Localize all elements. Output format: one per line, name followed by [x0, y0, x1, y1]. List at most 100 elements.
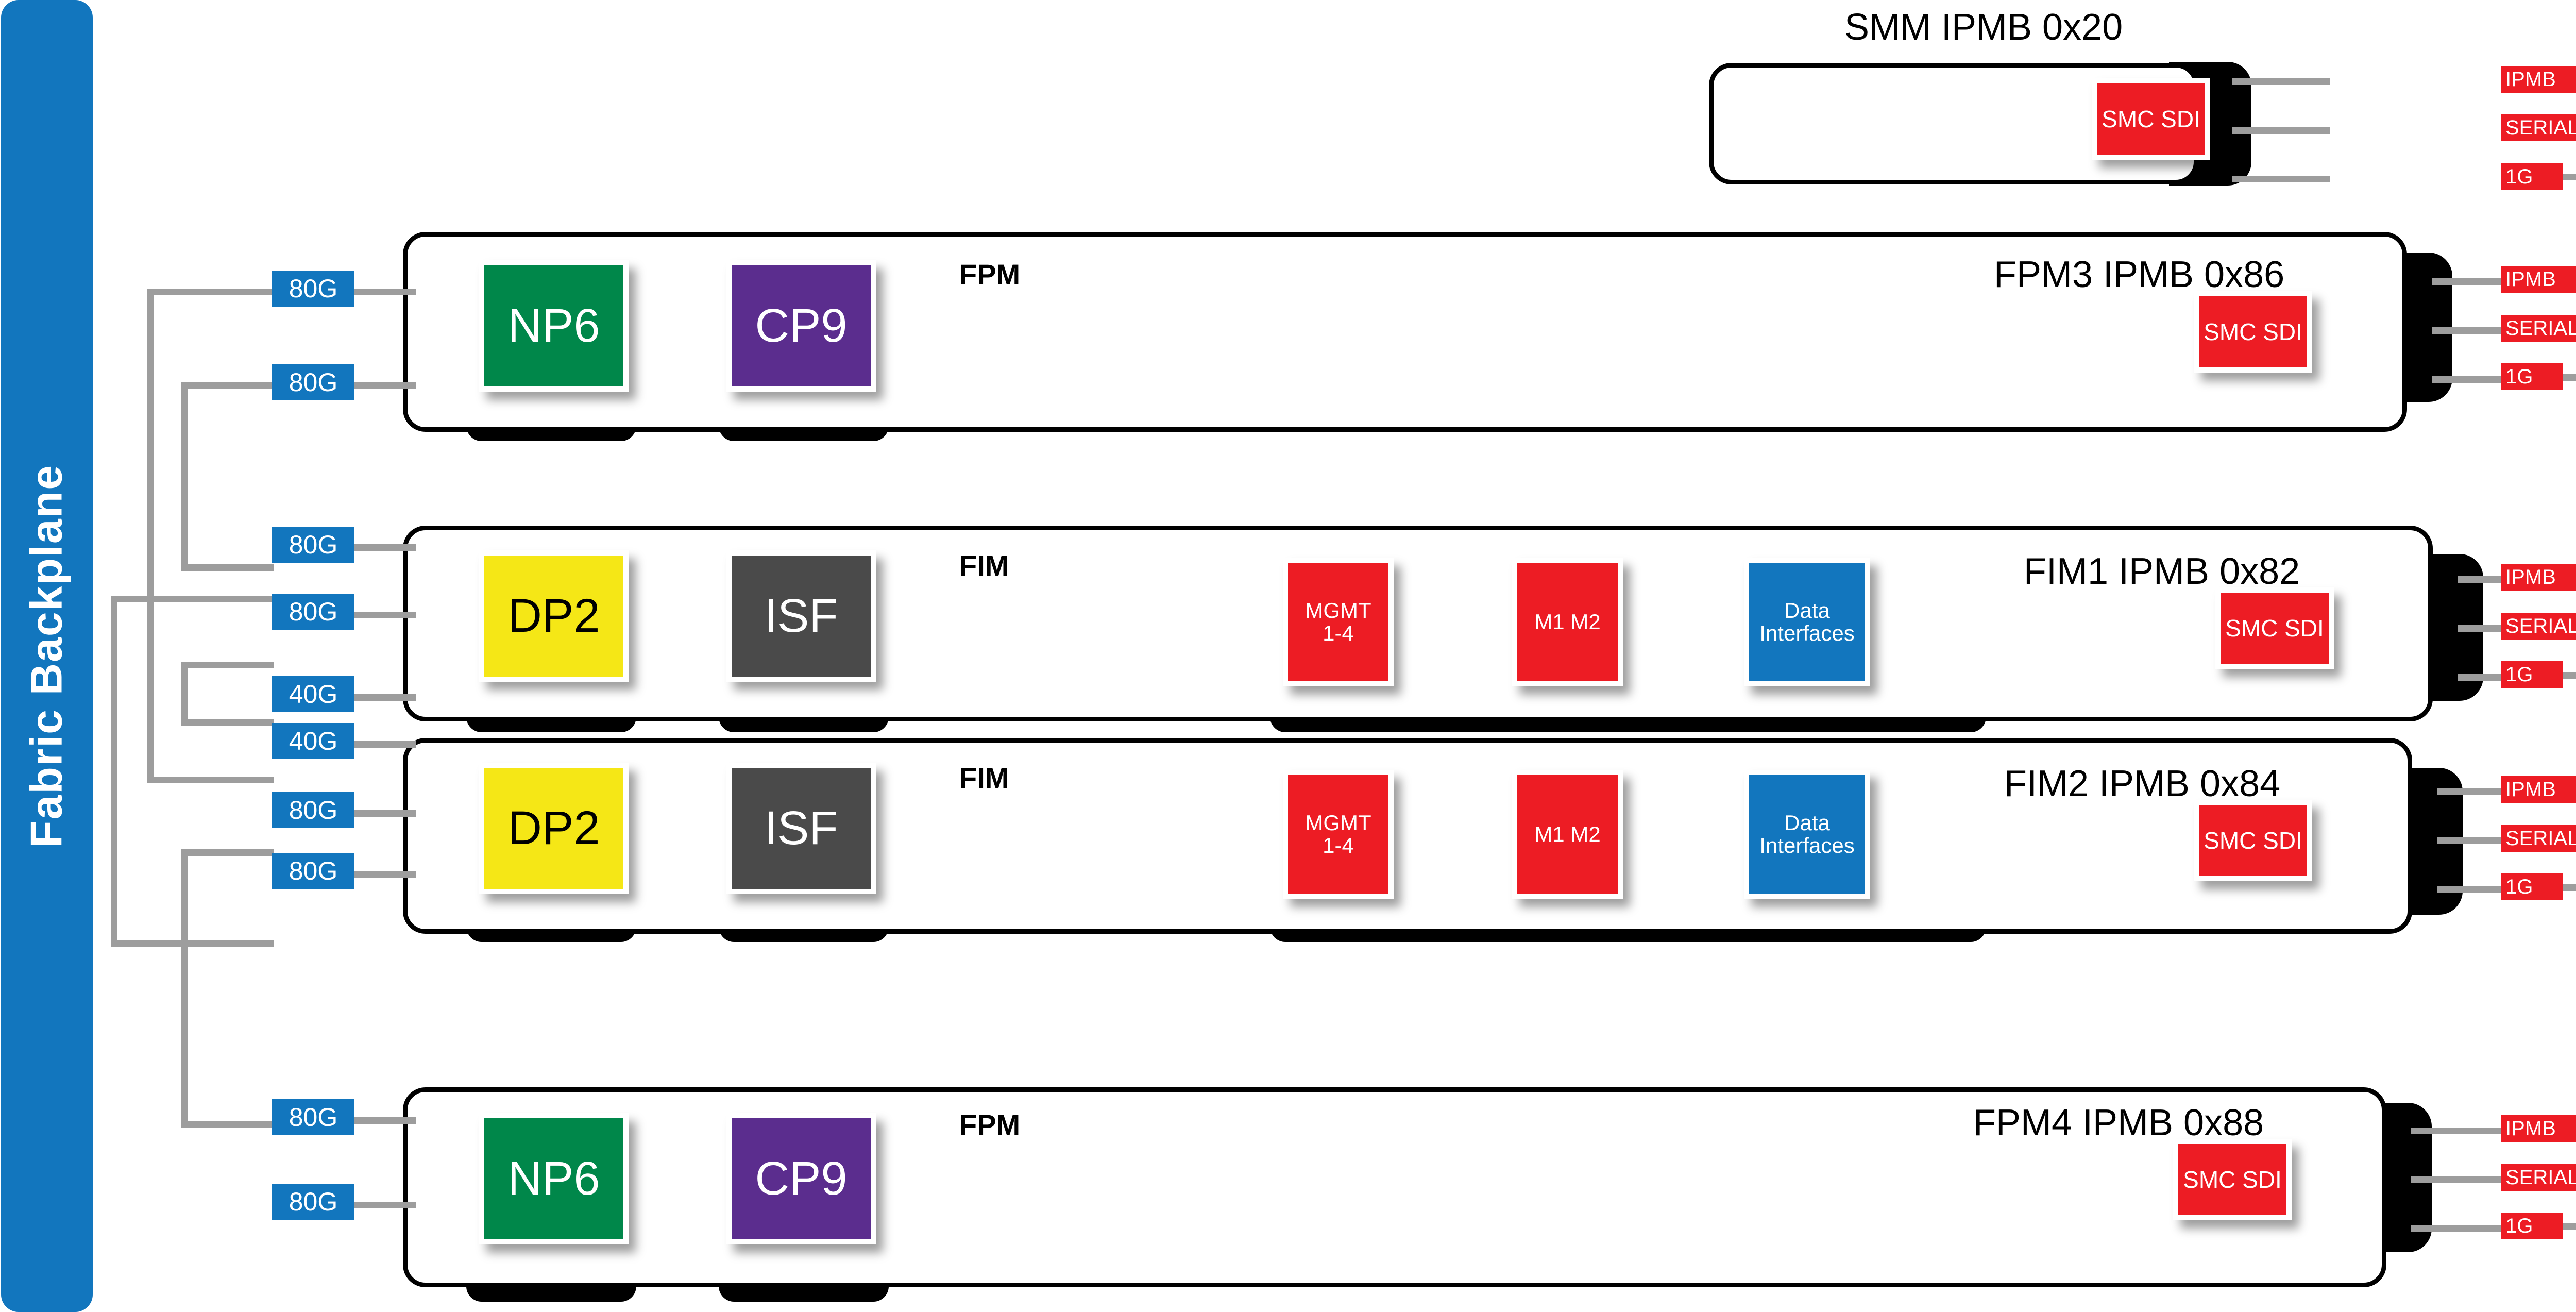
- fabric-badge-fim1-2[interactable]: 80G: [272, 594, 354, 630]
- fim2-smc-chip[interactable]: SMC SDI: [2194, 800, 2312, 881]
- fabric-badge-label: 80G: [289, 1187, 338, 1216]
- fabric-backplane-label: Fabric Backplane: [22, 464, 72, 848]
- fpm3-identifier: FPM3 IPMB 0x86: [1994, 254, 2285, 295]
- fabric-badge-label: 80G: [289, 1103, 338, 1132]
- base-badge-label: IPMB: [2505, 778, 2556, 801]
- base-badge-label: 1G: [2505, 365, 2533, 388]
- fabric-wire-fpm4-a: [111, 940, 274, 947]
- fpm4-base-wire-ipmb: [2411, 1128, 2504, 1134]
- fpm3-module-cp9[interactable]: CP9: [726, 260, 876, 392]
- base-badge-label: SERIAL: [2505, 316, 2576, 340]
- port-label-line2: Interfaces: [1759, 833, 1855, 857]
- fpm4-smc-chip[interactable]: SMC SDI: [2173, 1139, 2292, 1220]
- fpm4-link-1g-to-base: [2563, 1223, 2576, 1230]
- fabric-badge-label: 40G: [289, 727, 338, 755]
- fim2-base-badge-ipmb[interactable]: IPMB: [2501, 776, 2576, 803]
- port-label-line2: 1-4: [1323, 833, 1354, 857]
- fim1-kind-label: FIM: [959, 549, 1009, 582]
- fpm3-kind-label: FPM: [959, 258, 1021, 291]
- fim1-port-m1m2[interactable]: M1 M2: [1512, 558, 1623, 686]
- fim1-port-data-interfaces[interactable]: Data Interfaces: [1744, 558, 1870, 686]
- fabric-badge-label: 80G: [289, 368, 338, 397]
- module-label: CP9: [755, 299, 848, 352]
- fabric-badge-label: 80G: [289, 597, 338, 626]
- fpm3-smc-chip[interactable]: SMC SDI: [2194, 291, 2312, 373]
- fpm3-base-badge-ipmb[interactable]: IPMB: [2501, 266, 2576, 293]
- fim1-module-isf[interactable]: ISF: [726, 550, 876, 682]
- port-label-line1: Data: [1784, 598, 1830, 623]
- smm-base-badge-1g[interactable]: 1G: [2501, 163, 2563, 190]
- base-badge-label: 1G: [2505, 875, 2533, 898]
- fim1-base-badge-serial[interactable]: SERIAL: [2501, 613, 2576, 640]
- fabric-wire-fim2-c: [181, 849, 274, 856]
- fpm4-kind-label: FPM: [959, 1108, 1021, 1141]
- fpm4-identifier: FPM4 IPMB 0x88: [1973, 1102, 2264, 1143]
- fim2-kind-label: FIM: [959, 762, 1009, 794]
- fim1-module-dp2[interactable]: DP2: [479, 550, 629, 682]
- fim1-base-badge-1g[interactable]: 1G: [2501, 661, 2563, 688]
- fpm4-base-badge-1g[interactable]: 1G: [2501, 1213, 2563, 1239]
- fim1-base-badge-ipmb[interactable]: IPMB: [2501, 564, 2576, 591]
- fim2-base-badge-1g[interactable]: 1G: [2501, 873, 2563, 900]
- fabric-badge-fim2-2[interactable]: 80G: [272, 792, 354, 828]
- fabric-badge-fpm4-2[interactable]: 80G: [272, 1184, 354, 1220]
- base-badge-label: SERIAL: [2505, 1166, 2576, 1189]
- port-label-line1: Data: [1784, 810, 1830, 835]
- port-label-line2: Interfaces: [1759, 621, 1855, 645]
- fim2-module-dp2[interactable]: DP2: [479, 763, 629, 894]
- fpm3-base-badge-serial[interactable]: SERIAL: [2501, 315, 2576, 342]
- fpm3-module-np6[interactable]: NP6: [479, 260, 629, 392]
- fpm4-base-badge-ipmb[interactable]: IPMB: [2501, 1115, 2576, 1142]
- module-label: ISF: [764, 590, 838, 643]
- port-label-line2: 1-4: [1323, 621, 1354, 645]
- base-badge-label: IPMB: [2505, 267, 2556, 291]
- smm-smc-chip[interactable]: SMC SDI: [2092, 78, 2210, 160]
- smc-label: SMC SDI: [2225, 614, 2324, 642]
- smm-base-wire-serial: [2232, 127, 2330, 134]
- fpm4-base-wire-1g: [2411, 1225, 2504, 1232]
- fim2-module-isf[interactable]: ISF: [726, 763, 876, 894]
- fpm3-base-badge-1g[interactable]: 1G: [2501, 363, 2563, 390]
- base-badge-label: SERIAL: [2505, 827, 2576, 850]
- fabric-wire-fim2-c-v: [181, 849, 188, 1128]
- base-badge-label: 1G: [2505, 663, 2533, 686]
- base-badge-label: SERIAL: [2505, 614, 2576, 637]
- fpm4-module-np6[interactable]: NP6: [479, 1113, 629, 1244]
- module-label: NP6: [507, 299, 600, 352]
- fabric-badge-fim2-3[interactable]: 80G: [272, 853, 354, 889]
- fim2-port-data-interfaces[interactable]: Data Interfaces: [1744, 770, 1870, 899]
- fim1-port-mgmt[interactable]: MGMT 1-4: [1283, 558, 1394, 686]
- fim2-port-mgmt[interactable]: MGMT 1-4: [1283, 770, 1394, 899]
- fabric-badge-fim2-1[interactable]: 40G: [272, 723, 354, 759]
- fabric-backplane[interactable]: Fabric Backplane: [1, 0, 93, 1312]
- fabric-stub-10: [354, 1202, 416, 1208]
- fabric-badge-label: 80G: [289, 796, 338, 825]
- fabric-stub-8: [354, 871, 416, 878]
- fabric-badge-label: 80G: [289, 856, 338, 885]
- fabric-badge-fim1-1[interactable]: 80G: [272, 527, 354, 563]
- fim2-base-badge-serial[interactable]: SERIAL: [2501, 825, 2576, 852]
- smm-link-1g-to-base: [2563, 174, 2576, 180]
- fpm4-module-cp9[interactable]: CP9: [726, 1113, 876, 1244]
- smm-smc-label: SMC SDI: [2102, 105, 2200, 132]
- fim1-identifier: FIM1 IPMB 0x82: [2024, 551, 2300, 592]
- module-label: NP6: [507, 1152, 600, 1205]
- fpm4-base-badge-serial[interactable]: SERIAL: [2501, 1164, 2576, 1191]
- port-label-line1: MGMT: [1305, 810, 1371, 835]
- fim2-identifier: FIM2 IPMB 0x84: [2004, 763, 2281, 804]
- fabric-badge-fpm3-2[interactable]: 80G: [272, 364, 354, 400]
- fim2-port-m1m2[interactable]: M1 M2: [1512, 770, 1623, 899]
- fabric-wire-fpm3-b: [181, 382, 274, 389]
- smm-base-badge-ipmb[interactable]: IPMB: [2501, 66, 2576, 93]
- fim1-smc-chip[interactable]: SMC SDI: [2215, 587, 2334, 669]
- fabric-badge-fpm4-1[interactable]: 80G: [272, 1099, 354, 1135]
- port-label-line1: MGMT: [1305, 598, 1371, 623]
- fpm3-link-1g-to-base: [2563, 374, 2576, 381]
- smm-base-badge-serial[interactable]: SERIAL: [2501, 114, 2576, 141]
- smc-label: SMC SDI: [2204, 827, 2302, 854]
- base-badge-label: IPMB: [2505, 68, 2556, 91]
- fabric-stub-7: [354, 810, 416, 817]
- fabric-wire-fim1-b: [111, 596, 274, 602]
- fabric-badge-fpm3-1[interactable]: 80G: [272, 271, 354, 307]
- fabric-badge-fim1-3[interactable]: 40G: [272, 676, 354, 712]
